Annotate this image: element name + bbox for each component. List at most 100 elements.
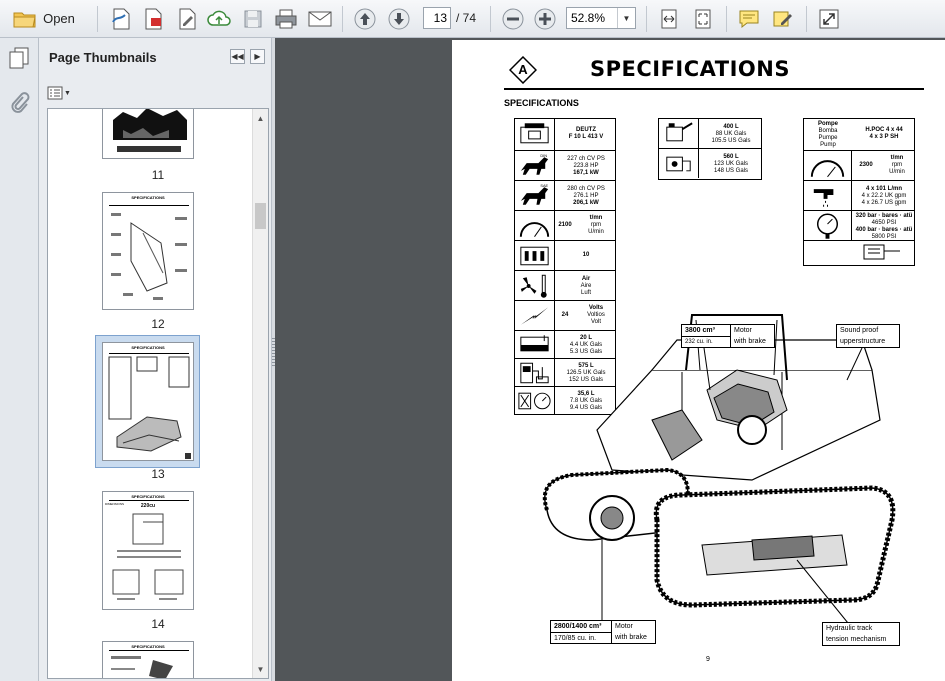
- pen-highlight-icon: [773, 11, 792, 26]
- callout-text: with brake: [615, 634, 647, 641]
- splitter-grip-icon: [272, 338, 275, 368]
- email-button[interactable]: [306, 5, 334, 32]
- fullscreen-button[interactable]: [816, 5, 842, 32]
- callout-text: with brake: [734, 338, 766, 345]
- page-thumbnails-tab[interactable]: [7, 46, 31, 75]
- spec-row-engine: DEUTZ F 10 L 413 V: [515, 119, 615, 151]
- thumbnail-heading: SPECIFICATIONS: [131, 494, 165, 499]
- edit-pdf-button[interactable]: [174, 5, 200, 32]
- save-button[interactable]: [240, 5, 266, 32]
- spec-text: 276.1 HP: [573, 193, 599, 199]
- page-number: 9: [706, 656, 710, 663]
- cylinders-icon: [520, 241, 555, 270]
- pages-icon: [9, 47, 29, 69]
- plus-icon: [534, 8, 556, 29]
- svg-text:SAE: SAE: [540, 183, 548, 188]
- spec-text: t/mn: [589, 215, 603, 221]
- spec-text: 88 UK Gals: [715, 131, 747, 137]
- open-button[interactable]: Open: [6, 5, 82, 32]
- page-preview: [109, 650, 189, 678]
- pdf-export-icon: [145, 8, 162, 29]
- page-preview: [113, 109, 187, 152]
- document-viewer[interactable]: A SPECIFICATIONS SPECIFICATIONS DEUTZ F …: [275, 38, 945, 681]
- zoom-input[interactable]: [567, 8, 617, 28]
- callout-text: Sound proof: [840, 327, 879, 334]
- next-page-button[interactable]: [386, 5, 412, 32]
- thumbnail-page-15[interactable]: SPECIFICATIONS: [102, 641, 194, 678]
- spec-row-coolant: 35,6 L 7.8 UK Gals 9.4 US Gals: [515, 387, 615, 415]
- attachments-tab[interactable]: [8, 90, 30, 121]
- scrollbar-thumb[interactable]: [255, 203, 266, 229]
- fit-page-button[interactable]: [690, 5, 716, 32]
- chevron-right-icon: ▶: [254, 52, 261, 61]
- spec-text: rpm: [590, 222, 602, 228]
- tachometer-icon: [810, 151, 852, 180]
- previous-page-button[interactable]: [352, 5, 378, 32]
- tachometer-icon: [519, 211, 555, 240]
- fit-width-button[interactable]: [656, 5, 682, 32]
- panel-title: Page Thumbnails: [49, 50, 157, 65]
- collapse-panel-button[interactable]: ◀◀: [230, 49, 245, 64]
- callout-engine-displacement: 3800 cm³ 232 cu. in.: [681, 324, 731, 348]
- spec-row-pressure: 320 bar · bares · atü 4650 PSI 400 bar ·…: [804, 211, 914, 241]
- thumbnail-label: 11: [151, 168, 165, 182]
- spec-text: 206,1 kW: [573, 200, 599, 206]
- spec-text: 2100: [558, 222, 572, 228]
- zoom-select[interactable]: ▼: [566, 7, 636, 29]
- comment-button[interactable]: [736, 5, 762, 32]
- spec-text: 4.4 UK Gals: [569, 342, 603, 348]
- panel-splitter[interactable]: [271, 38, 275, 681]
- page-number-input[interactable]: [423, 7, 451, 29]
- page-total: / 74: [456, 11, 477, 25]
- excavator-illustration: [542, 314, 896, 630]
- thumbnail-options-button[interactable]: ▼: [47, 84, 73, 102]
- callout-travel-label: Motor with brake: [612, 620, 656, 644]
- toolbar-separator: [490, 6, 491, 32]
- panel-menu-button[interactable]: ▶: [250, 49, 265, 64]
- spec-row-rpm: 2100 t/mn rpm U/min: [515, 211, 615, 241]
- spec-row-pump: Pompe Bomba Pumpe Pump H.POC 4 x 44 4 x …: [804, 119, 914, 151]
- thumbnail-text: 220cu: [140, 503, 156, 509]
- spec-text: Pump: [820, 142, 836, 148]
- spec-text: 4 x 101 L/mn: [865, 186, 903, 192]
- spec-row-flow: 4 x 101 L/mn 4 x 22.2 UK gpm 4 x 26.7 US…: [804, 181, 914, 211]
- spec-text: 167,1 kW: [573, 170, 599, 176]
- thumbnail-page-13[interactable]: SPECIFICATIONS: [102, 342, 194, 461]
- spec-text: Pompe: [817, 121, 838, 127]
- callout-text: tension mechanism: [826, 636, 887, 643]
- page-title: SPECIFICATIONS: [590, 57, 790, 81]
- spec-text: DEUTZ: [576, 127, 596, 133]
- thumbnail-page-12[interactable]: SPECIFICATIONS: [102, 192, 194, 310]
- title-rule: [504, 88, 924, 90]
- thumbnail-heading: SPECIFICATIONS: [131, 195, 165, 200]
- callout-engine-label: Motor with brake: [731, 324, 775, 348]
- arrow-up-icon: [354, 8, 376, 29]
- spec-row-valve: [804, 241, 914, 265]
- upload-button[interactable]: [206, 5, 232, 32]
- list-options-icon: [47, 86, 63, 100]
- page-preview: [109, 205, 189, 300]
- thumbnail-page-11[interactable]: [102, 109, 194, 159]
- spec-text: 105.5 US Gals: [711, 138, 751, 144]
- section-letter: A: [518, 62, 528, 77]
- spec-text: Volts: [588, 305, 604, 311]
- navigation-strip: [0, 38, 39, 681]
- thumbnail-page-14[interactable]: SPECIFICATIONS 220cu DIMENSIONS: [102, 491, 194, 610]
- speech-bubble-icon: [739, 10, 759, 28]
- lightning-icon: [520, 301, 555, 330]
- callout-text: 2800/1400 cm³: [551, 621, 611, 633]
- thumbnail-scrollbar[interactable]: ▲ ▼: [252, 109, 268, 678]
- chevron-down-icon[interactable]: ▼: [617, 8, 635, 28]
- zoom-out-button[interactable]: [500, 5, 526, 32]
- scroll-up-icon[interactable]: ▲: [256, 114, 265, 123]
- thumbnail-list[interactable]: 11 SPECIFICATIONS 12 SPECIFICATIONS 13 S…: [47, 108, 269, 679]
- thumbnail-label: 12: [151, 317, 165, 331]
- scroll-down-icon[interactable]: ▼: [256, 665, 265, 674]
- zoom-in-button[interactable]: [532, 5, 558, 32]
- highlight-button[interactable]: [770, 5, 796, 32]
- create-pdf-button[interactable]: [108, 5, 134, 32]
- fuel-pump-icon: [520, 359, 555, 386]
- print-button[interactable]: [272, 5, 300, 32]
- export-pdf-button[interactable]: [140, 5, 166, 32]
- spec-text: 148 US Gals: [713, 168, 749, 174]
